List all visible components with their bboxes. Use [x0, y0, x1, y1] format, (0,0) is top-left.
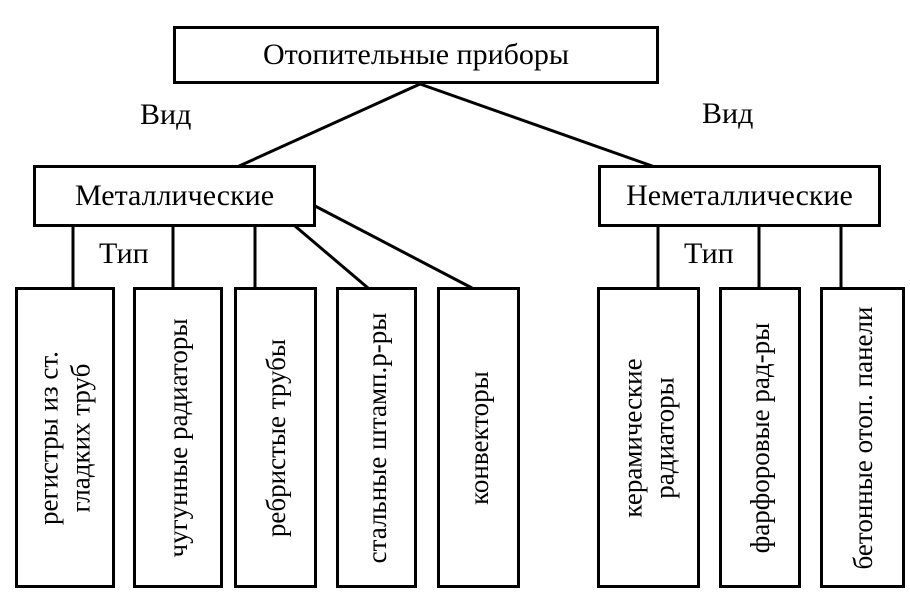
- leaf-steel-stamped-radiators: стальные штамп.р-ры: [336, 287, 417, 588]
- connector-root-to-nonmetal: [419, 82, 656, 169]
- leaf-convectors-label: конвекторы: [463, 370, 494, 505]
- leaf-registers-smooth-pipes: регистры из ст. гладких труб: [15, 287, 115, 588]
- connector-metal-to-leaf-5: [314, 204, 473, 290]
- edge-label-tip-left: Тип: [99, 237, 149, 270]
- leaf-cast-iron-radiators: чугунные радиаторы: [133, 287, 223, 588]
- leaf-ceramic-radiators: керамические радиаторы: [597, 287, 700, 588]
- node-metallic: Металлические: [33, 165, 316, 227]
- node-heating-devices: Отопительные приборы: [173, 26, 659, 84]
- leaf-porcelain-radiators: фарфоровые рад-ры: [719, 287, 801, 588]
- leaf-ribbed-pipes-label: ребристые трубы: [260, 338, 291, 537]
- leaf-convectors: конвекторы: [437, 287, 520, 588]
- leaf-registers-smooth-pipes-label: регистры из ст. гладких труб: [33, 350, 96, 525]
- leaf-porcelain-radiators-label: фарфоровые рад-ры: [744, 322, 775, 553]
- edge-label-tip-right: Тип: [684, 237, 734, 270]
- node-heating-devices-label: Отопительные приборы: [262, 38, 570, 71]
- node-nonmetallic-label: Неметаллические: [626, 179, 853, 212]
- edge-label-vid-left: Вид: [140, 98, 192, 131]
- edge-label-vid-right: Вид: [702, 97, 754, 130]
- leaf-concrete-heating-panels-label: бетонные отоп. панели: [847, 306, 878, 569]
- node-nonmetallic: Неметаллические: [598, 165, 881, 227]
- node-metallic-label: Металлические: [74, 179, 275, 212]
- leaf-ribbed-pipes: ребристые трубы: [234, 287, 317, 588]
- leaf-steel-stamped-radiators-label: стальные штамп.р-ры: [361, 312, 392, 563]
- leaf-concrete-heating-panels: бетонные отоп. панели: [820, 287, 905, 588]
- connector-metal-to-leaf-4: [294, 224, 369, 290]
- leaf-ceramic-radiators-label: керамические радиаторы: [617, 357, 680, 518]
- leaf-cast-iron-radiators-label: чугунные радиаторы: [162, 318, 193, 557]
- connector-root-to-metal: [236, 82, 421, 169]
